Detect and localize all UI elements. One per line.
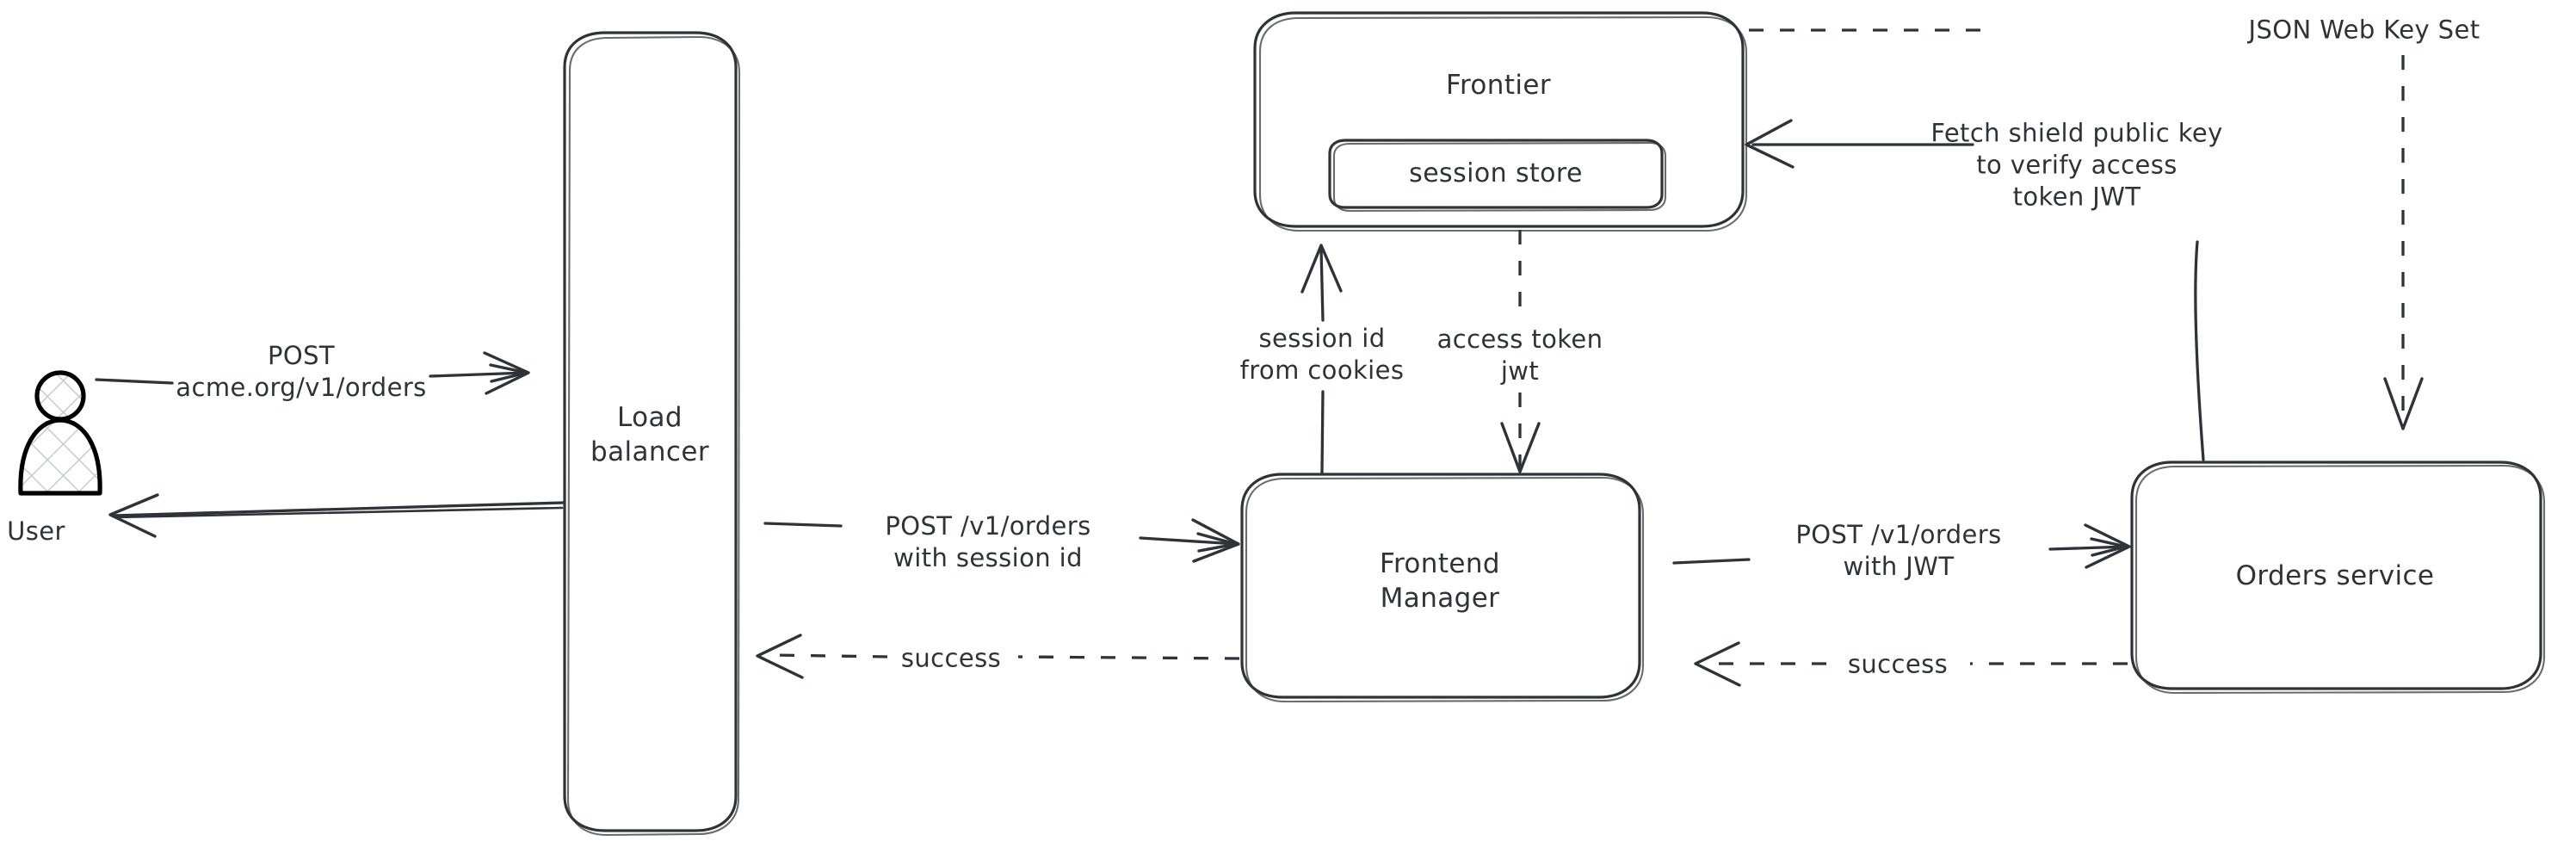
edge-frontend-manager-to-frontier [1300, 244, 1343, 474]
node-frontend-manager[interactable] [1240, 473, 1645, 703]
actor-user [18, 370, 102, 496]
actor-head-icon [34, 370, 86, 422]
edge-user-to-load-balancer [95, 351, 530, 395]
node-orders-service[interactable] [2130, 461, 2546, 695]
edge-frontend-manager-to-orders-service [1672, 523, 2131, 569]
node-load-balancer[interactable] [563, 31, 741, 837]
edge-orders-service-to-frontend-manager [1694, 641, 2128, 687]
node-session-store[interactable] [1328, 139, 1667, 213]
actor-body-icon [18, 417, 102, 496]
node-frontier[interactable] [1253, 11, 1748, 232]
edge-frontend-manager-to-load-balancer [756, 634, 1240, 679]
edge-load-balancer-to-user [108, 493, 565, 538]
edge-load-balancer-to-frontend-manager [763, 518, 1240, 563]
edge-frontier-to-frontend-manager [1500, 230, 1541, 473]
edge-frontier-to-orders-service [1749, 28, 2424, 430]
edge-orders-service-to-frontier [1745, 119, 2205, 461]
